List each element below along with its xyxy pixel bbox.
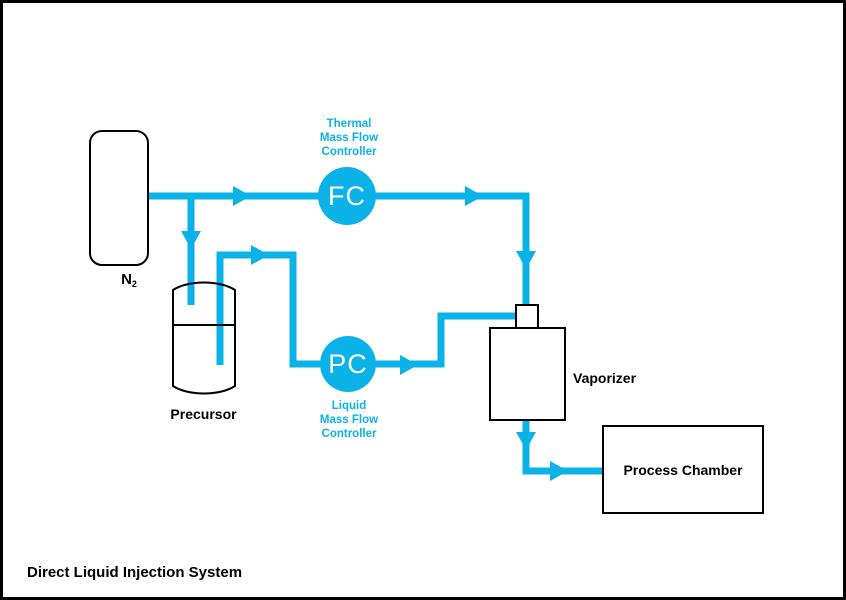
precursor-label: Precursor bbox=[170, 406, 237, 422]
caption-line: Controller bbox=[321, 146, 377, 158]
flow-diagram-svg bbox=[89, 130, 764, 514]
caption-line: Mass Flow bbox=[319, 132, 379, 144]
liquid-mass-flow-controller-circle bbox=[320, 336, 376, 392]
process-chamber-label-box: Process Chamber bbox=[603, 426, 763, 513]
liquid-mass-flow-controller-caption: Liquid Mass Flow Controller bbox=[274, 399, 424, 441]
n2-label-subscript: 2 bbox=[131, 279, 137, 289]
n2-tank-shape bbox=[89, 130, 149, 266]
diagram-title: Direct Liquid Injection System bbox=[27, 564, 243, 581]
arrow-right-pc-outlet bbox=[400, 355, 418, 375]
caption-line: Mass Flow bbox=[319, 414, 379, 426]
thermal-mass-flow-controller-circle bbox=[318, 167, 376, 225]
arrow-down-precursor-branch bbox=[181, 231, 201, 249]
arrow-right-precursor-outlet bbox=[251, 245, 269, 265]
precursor-liquid-feed-line bbox=[216, 251, 516, 368]
vaporizer-label: Vaporizer bbox=[573, 370, 637, 386]
arrow-right-n2-main bbox=[233, 186, 251, 206]
arrow-down-vaporizer-outlet bbox=[516, 432, 536, 450]
fc-symbol: FC bbox=[328, 181, 366, 211]
process-chamber-label: Process Chamber bbox=[623, 461, 743, 478]
thermal-mass-flow-controller-caption: Thermal Mass Flow Controller bbox=[274, 117, 424, 159]
vaporizer-shape bbox=[489, 327, 566, 421]
arrow-down-vaporizer-inlet bbox=[516, 251, 536, 269]
process-chamber-shape bbox=[602, 425, 764, 514]
caption-line: Liquid bbox=[331, 400, 367, 412]
arrow-right-chamber-inlet bbox=[550, 461, 568, 481]
precursor-vessel-shape bbox=[172, 281, 236, 395]
n2-label-main: N bbox=[121, 271, 132, 288]
arrow-right-fc-outlet bbox=[465, 186, 483, 206]
vaporizer-to-chamber-line bbox=[522, 420, 603, 475]
n2-tank-label: N2 bbox=[101, 271, 157, 289]
caption-line: Thermal bbox=[326, 118, 372, 130]
vaporizer-inlet-port-shape bbox=[515, 304, 539, 329]
caption-line: Controller bbox=[321, 428, 377, 440]
pc-symbol: PC bbox=[328, 349, 368, 379]
